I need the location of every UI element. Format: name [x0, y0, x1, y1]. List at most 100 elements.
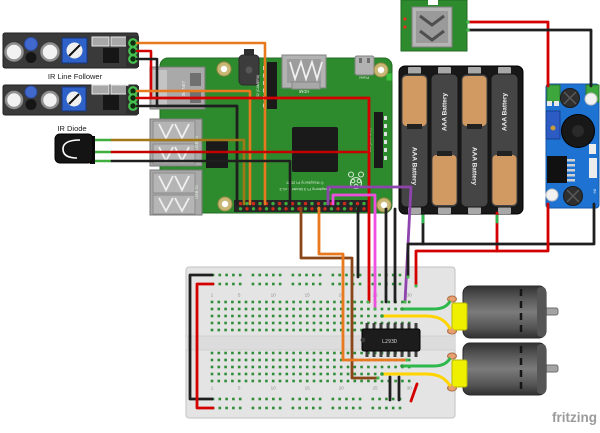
breadboard-hole[interactable] — [319, 351, 323, 355]
breadboard-hole[interactable] — [299, 307, 302, 311]
gpio-pin[interactable] — [277, 207, 282, 211]
breadboard-hole[interactable] — [258, 358, 261, 362]
breadboard-hole[interactable] — [319, 321, 323, 325]
breadboard-hole[interactable] — [339, 372, 343, 376]
breadboard-hole[interactable] — [237, 379, 241, 383]
l293d-pin[interactable] — [372, 323, 376, 330]
gpio-pin[interactable] — [349, 201, 353, 206]
wire-regulator-out-black[interactable] — [466, 28, 593, 88]
breadboard-hole[interactable] — [391, 397, 395, 401]
wire-motor1-green[interactable] — [400, 298, 453, 311]
breadboard-hole[interactable] — [312, 406, 315, 410]
breadboard-hole[interactable] — [210, 328, 214, 332]
breadboard-hole[interactable] — [272, 273, 275, 277]
breadboard-hole[interactable] — [258, 307, 261, 311]
breadboard-hole[interactable] — [353, 300, 357, 304]
gpio-pin[interactable] — [329, 207, 334, 211]
breadboard-hole[interactable] — [237, 351, 241, 355]
breadboard-hole[interactable] — [387, 365, 391, 369]
breadboard-hole[interactable] — [258, 328, 261, 332]
breadboard-hole[interactable] — [258, 372, 261, 376]
breadboard-hole[interactable] — [346, 300, 350, 304]
breadboard-hole[interactable] — [373, 372, 377, 376]
breadboard-hole[interactable] — [339, 300, 343, 304]
breadboard-hole[interactable] — [298, 273, 301, 277]
breadboard-hole[interactable] — [394, 379, 397, 383]
breadboard-hole[interactable] — [271, 321, 275, 325]
breadboard-hole[interactable] — [210, 300, 214, 304]
gpio-pin[interactable] — [323, 207, 327, 211]
breadboard-hole[interactable] — [360, 365, 363, 369]
breadboard-hole[interactable] — [358, 406, 362, 410]
breadboard-hole[interactable] — [360, 328, 363, 332]
breadboard-hole[interactable] — [360, 372, 363, 376]
l293d-pin[interactable] — [365, 323, 369, 330]
breadboard-hole[interactable] — [271, 351, 275, 355]
breadboard-hole[interactable] — [353, 314, 357, 318]
breadboard-hole[interactable] — [265, 314, 268, 318]
breadboard-hole[interactable] — [312, 307, 316, 311]
breadboard-hole[interactable] — [339, 321, 343, 325]
breadboard-hole[interactable] — [285, 314, 289, 318]
ir-diode[interactable] — [54, 133, 112, 164]
breadboard-hole[interactable] — [298, 406, 301, 410]
breadboard-hole[interactable] — [378, 273, 381, 277]
breadboard-hole[interactable] — [224, 328, 227, 332]
breadboard-hole[interactable] — [305, 300, 309, 304]
breadboard-hole[interactable] — [210, 351, 214, 355]
breadboard-hole[interactable] — [278, 300, 282, 304]
breadboard-hole[interactable] — [251, 358, 255, 362]
gpio-pin[interactable] — [251, 207, 256, 211]
breadboard-hole[interactable] — [231, 351, 234, 355]
breadboard-hole[interactable] — [237, 365, 241, 369]
breadboard-hole[interactable] — [319, 300, 323, 304]
breadboard-hole[interactable] — [265, 328, 268, 332]
breadboard-hole[interactable] — [339, 351, 343, 355]
breadboard-hole[interactable] — [278, 282, 282, 286]
breadboard-hole[interactable] — [318, 282, 322, 286]
breadboard-hole[interactable] — [385, 397, 388, 401]
l293d-pin[interactable] — [379, 350, 383, 357]
ir-line-follower-1[interactable] — [2, 32, 139, 69]
breadboard-hole[interactable] — [367, 365, 370, 369]
breadboard-hole[interactable] — [291, 397, 295, 401]
breadboard-hole[interactable] — [305, 282, 308, 286]
wire-bb-vcc-jumper-red[interactable] — [409, 382, 419, 403]
breadboard-hole[interactable] — [299, 358, 302, 362]
breadboard-hole[interactable] — [210, 321, 214, 325]
breadboard-hole[interactable] — [217, 372, 221, 376]
breadboard-hole[interactable] — [292, 321, 295, 325]
breadboard-hole[interactable] — [312, 314, 316, 318]
breadboard-hole[interactable] — [258, 273, 262, 277]
wire-module1-signal-orange[interactable] — [135, 41, 267, 206]
breadboard-hole[interactable] — [210, 379, 214, 383]
breadboard-hole[interactable] — [244, 365, 248, 369]
breadboard-hole[interactable] — [312, 273, 315, 277]
breadboard-hole[interactable] — [318, 397, 322, 401]
breadboard-hole[interactable] — [319, 358, 323, 362]
breadboard-hole[interactable] — [312, 351, 316, 355]
breadboard-hole[interactable] — [299, 328, 302, 332]
breadboard-hole[interactable] — [244, 328, 248, 332]
breadboard-hole[interactable] — [251, 397, 255, 401]
wire-gpio-to-bb-magenta[interactable] — [331, 193, 377, 311]
breadboard-hole[interactable] — [345, 397, 348, 401]
breadboard-hole[interactable] — [371, 406, 375, 410]
breadboard-hole[interactable] — [271, 379, 275, 383]
gpio-pin[interactable] — [271, 201, 275, 206]
pin-gnd[interactable] — [128, 101, 138, 111]
breadboard-hole[interactable] — [218, 282, 222, 286]
breadboard-hole[interactable] — [333, 300, 336, 304]
breadboard-hole[interactable] — [244, 321, 248, 325]
breadboard-hole[interactable] — [265, 273, 268, 277]
breadboard-hole[interactable] — [319, 365, 323, 369]
breadboard-hole[interactable] — [217, 328, 221, 332]
breadboard-hole[interactable] — [312, 397, 315, 401]
breadboard-hole[interactable] — [278, 328, 282, 332]
breadboard-hole[interactable] — [231, 379, 234, 383]
breadboard-hole[interactable] — [305, 358, 309, 362]
breadboard-hole[interactable] — [305, 307, 309, 311]
breadboard-hole[interactable] — [353, 328, 357, 332]
breadboard-hole[interactable] — [224, 351, 227, 355]
breadboard-hole[interactable] — [338, 273, 341, 277]
